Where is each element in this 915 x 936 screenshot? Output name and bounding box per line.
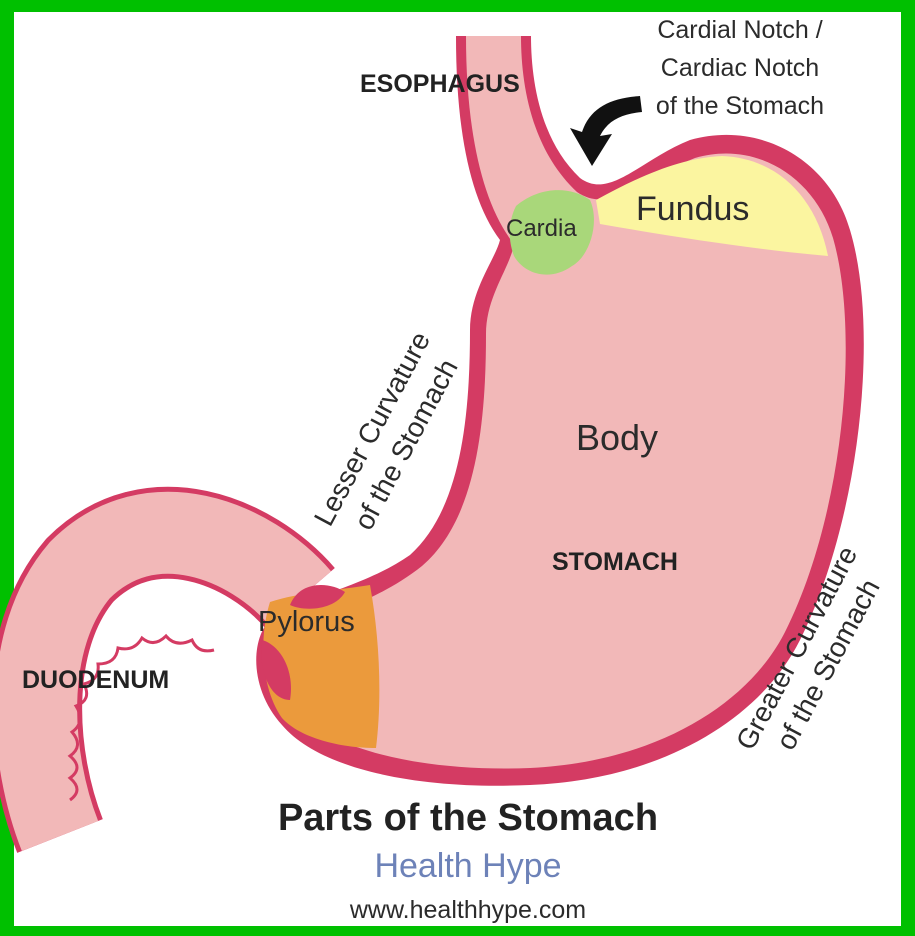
label-fundus: Fundus xyxy=(636,190,749,228)
brand-url: www.healthhype.com xyxy=(349,896,586,924)
label-stomach: STOMACH xyxy=(552,548,678,576)
label-pylorus: Pylorus xyxy=(258,606,355,638)
label-cardial-notch-3: of the Stomach xyxy=(656,92,824,120)
brand-name: Health Hype xyxy=(374,847,561,885)
label-body: Body xyxy=(576,417,658,458)
label-cardia: Cardia xyxy=(506,215,577,242)
cardiac-notch-arrow xyxy=(570,96,642,166)
label-cardial-notch-1: Cardial Notch / xyxy=(657,16,822,44)
duodenum-folds xyxy=(70,636,214,800)
label-esophagus: ESOPHAGUS xyxy=(360,70,520,98)
diagram-title: Parts of the Stomach xyxy=(278,797,658,839)
label-cardial-notch-2: Cardiac Notch xyxy=(661,54,819,82)
label-duodenum: DUODENUM xyxy=(22,666,169,694)
